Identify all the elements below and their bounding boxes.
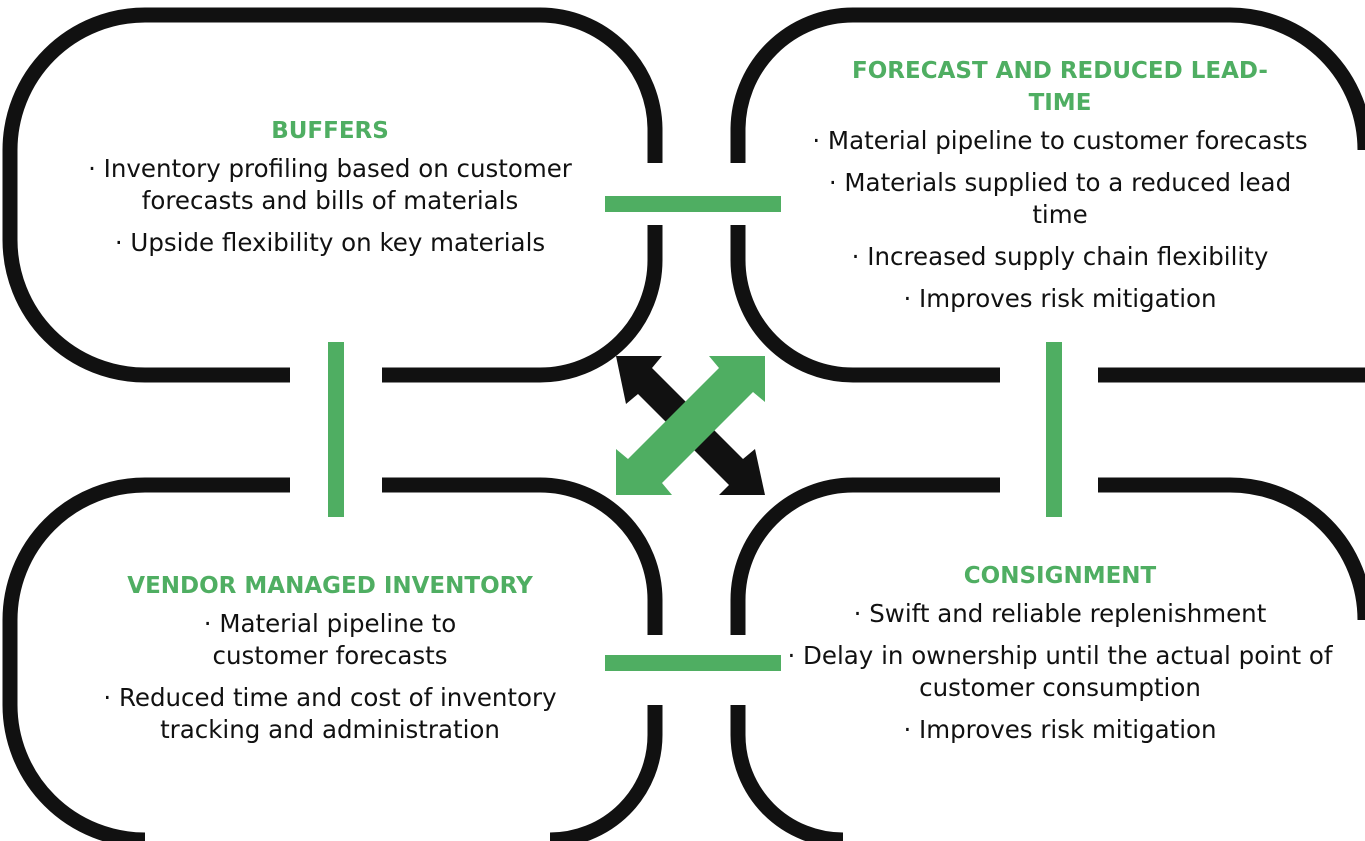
consignment-box-outline <box>730 477 1365 841</box>
forecast-bullet-1: · Material pipeline to customer forecast… <box>812 126 1308 155</box>
consignment-title: CONSIGNMENT <box>963 563 1157 589</box>
consignment-box: CONSIGNMENT · Swift and reliable repleni… <box>770 560 1350 746</box>
buffers-title: BUFFERS <box>271 118 389 144</box>
buffers-box: BUFFERS · Inventory profiling based on c… <box>40 115 620 259</box>
vmi-box: VENDOR MANAGED INVENTORY · Material pipe… <box>40 570 620 746</box>
buffers-bullet-2: · Upside flexibility on key materials <box>114 228 546 257</box>
buffers-box-outline <box>2 7 663 383</box>
consignment-bullet-3: · Improves risk mitigation <box>903 715 1217 744</box>
consignment-bullet-1: · Swift and reliable replenishment <box>853 599 1267 628</box>
vmi-box-outline <box>2 477 663 841</box>
connector-left <box>328 342 344 517</box>
vmi-bullet-2: · Reduced time and cost of inventory tra… <box>103 683 557 744</box>
vmi-bullet-1: · Material pipeline to customer forecast… <box>203 609 457 670</box>
forecast-bullet-3: · Increased supply chain flexibility <box>851 242 1269 271</box>
forecast-title: FORECAST AND REDUCED LEAD-TIME <box>852 58 1268 116</box>
forecast-box-outline <box>730 7 1365 383</box>
buffers-bullet-1: · Inventory profiling based on customer … <box>88 154 572 215</box>
bidirectional-arrows-icon <box>616 356 765 495</box>
connector-right <box>1046 342 1062 517</box>
connector-bottom <box>605 655 781 671</box>
forecast-bullet-4: · Improves risk mitigation <box>903 284 1217 313</box>
consignment-bullet-2: · Delay in ownership until the actual po… <box>787 641 1333 702</box>
forecast-bullet-2: · Materials supplied to a reduced lead t… <box>828 168 1292 229</box>
vmi-title: VENDOR MANAGED INVENTORY <box>127 573 533 599</box>
forecast-box: FORECAST AND REDUCED LEAD-TIME · Materia… <box>770 55 1350 315</box>
connector-top <box>605 196 781 212</box>
